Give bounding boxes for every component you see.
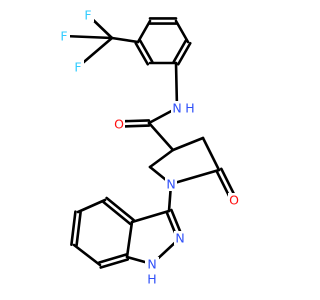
atom-nitrogen-indazole-nh: N	[147, 257, 156, 272]
bond-line-15	[201, 136, 221, 172]
bond-line-28b	[75, 211, 82, 247]
molecule-diagram: F F F N H O N O N N H	[58, 7, 240, 287]
bond-line-30b	[97, 253, 128, 264]
structure-svg: F F F N H O N O N N H	[58, 7, 240, 287]
atom-fluorine-2: F	[74, 60, 81, 75]
bond-line-27	[76, 198, 107, 214]
bonds-layer	[62, 13, 238, 269]
bond-line-10	[174, 61, 179, 110]
bond-line-26a	[105, 196, 135, 222]
atom-oxygen-amide: O	[114, 117, 124, 132]
bond-line-30a	[99, 258, 130, 269]
bond-line-6b	[172, 39, 188, 64]
atom-fluorine-1: F	[60, 29, 67, 44]
bond-line-14	[171, 136, 205, 152]
bond-line-4b	[138, 39, 154, 64]
bond-line-28a	[70, 210, 77, 246]
bond-line-4a	[134, 41, 150, 66]
bond-line-7	[174, 19, 190, 44]
atom-hydrogen-indazole: H	[147, 272, 156, 287]
bond-line-25	[130, 209, 171, 224]
bond-line-13	[147, 121, 175, 152]
labels-layer: F F F N H O N O N N H	[58, 8, 240, 287]
atom-hydrogen-amide: H	[185, 101, 194, 116]
bond-line-16	[169, 168, 221, 186]
atom-oxygen-lactam: O	[229, 193, 239, 208]
atom-fluorine-3: F	[84, 8, 91, 23]
atom-nitrogen-indazole: N	[175, 231, 184, 246]
bond-line-6a	[176, 41, 192, 66]
bond-line-26b	[102, 200, 132, 226]
bond-line-24	[125, 220, 134, 259]
bond-line-18	[148, 148, 175, 169]
atom-nitrogen-ring: N	[166, 177, 175, 192]
bond-line-3	[110, 36, 140, 44]
bond-line-9	[136, 19, 152, 44]
bond-line-0	[62, 34, 114, 40]
bond-line-29	[72, 243, 102, 267]
atom-nitrogen-amide: N	[172, 101, 181, 116]
